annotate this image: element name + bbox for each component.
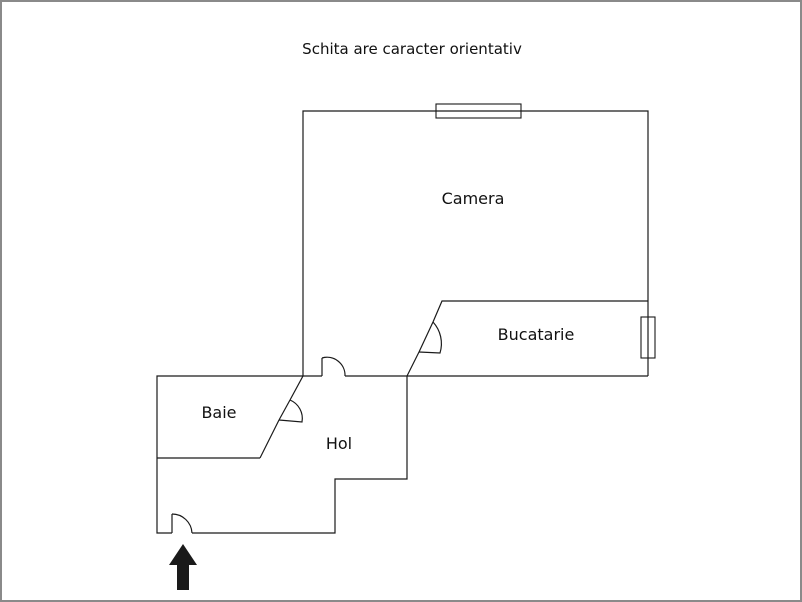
room-label-bucatarie: Bucatarie (498, 325, 575, 344)
room-label-baie: Baie (201, 403, 236, 422)
orientation-note: Schita are caracter orientativ (302, 40, 522, 58)
door-bucatarie (418, 321, 442, 354)
room-label-hol: Hol (326, 434, 352, 453)
hol-walls (156, 375, 648, 534)
door-camera-hol (321, 356, 346, 377)
entrance-arrow-icon (169, 544, 197, 590)
baie-walls (157, 375, 304, 459)
door-baie (278, 399, 303, 423)
room-label-camera: Camera (442, 189, 505, 208)
door-entrance (171, 513, 193, 534)
